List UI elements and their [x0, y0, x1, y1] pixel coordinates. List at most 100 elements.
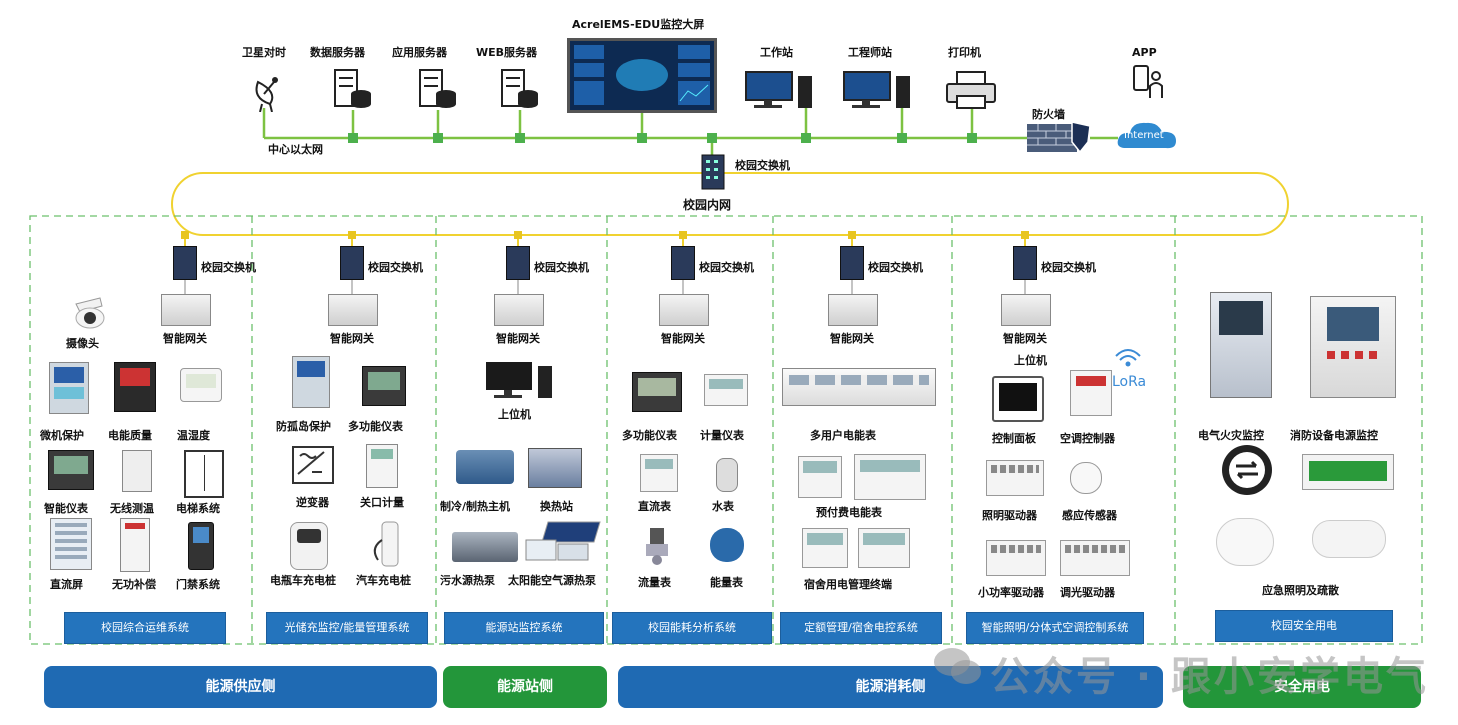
- firewall-label: 防火墙: [1032, 108, 1065, 121]
- exit-sign-icon: [1302, 454, 1394, 490]
- water-meter-device: [716, 458, 738, 492]
- item-label: 多用户电能表: [810, 429, 876, 442]
- elevator-device: [184, 450, 224, 498]
- app-label: APP: [1132, 46, 1157, 59]
- satellite-dish-icon: [255, 77, 278, 112]
- item-label: 宿舍用电管理终端: [804, 578, 892, 591]
- campus-switch-label: 校园交换机: [368, 261, 423, 274]
- camera-icon: [70, 294, 110, 330]
- solar-heat-pump-icon: [524, 520, 602, 562]
- dorm-terminal-device: [802, 528, 848, 568]
- item-label: 空调控制器: [1060, 432, 1115, 445]
- system-bar-2: 光储充监控/能量管理系统: [266, 612, 428, 644]
- item-label: 电气火灾监控: [1198, 429, 1264, 442]
- item-label: 制冷/制热主机: [440, 500, 511, 513]
- low-power-driver-device: [986, 540, 1046, 576]
- system-bar-7: 校园安全用电: [1215, 610, 1393, 642]
- prepaid-meter-device-large: [854, 454, 926, 500]
- satellite-label: 卫星对时: [242, 46, 286, 59]
- item-label: 直流屏: [50, 578, 83, 591]
- item-label: 消防设备电源监控: [1290, 429, 1378, 442]
- engineer-station-icon: [843, 71, 910, 108]
- item-label: 直流表: [638, 500, 671, 513]
- anti-islanding-device: [292, 356, 330, 408]
- heat-exchange-device: [528, 448, 582, 488]
- internet-cloud-icon: [1117, 122, 1176, 149]
- metering-meter-device: [704, 374, 748, 406]
- app-server-label: 应用服务器: [392, 46, 447, 59]
- smart-gateway-icon: [161, 294, 211, 326]
- campus-switch-icon: [340, 246, 364, 280]
- smart-gateway-icon: [1001, 294, 1051, 326]
- footer-energy-station: 能源站侧: [443, 666, 607, 708]
- item-label: 控制面板: [992, 432, 1036, 445]
- item-label: 门禁系统: [176, 578, 220, 591]
- item-label: 汽车充电桩: [356, 574, 411, 587]
- multi-function-meter-device: [632, 372, 682, 412]
- footer-energy-supply: 能源供应侧: [44, 666, 437, 708]
- emergency-light-icon: [1312, 520, 1386, 558]
- system-bar-6: 智能照明/分体式空调控制系统: [966, 612, 1144, 644]
- fire-monitor-cabinet: [1210, 292, 1272, 398]
- item-label: 关口计量: [360, 496, 404, 509]
- workstation-label: 工作站: [760, 46, 793, 59]
- core-switch-icon: [701, 154, 725, 190]
- smart-gateway-label: 智能网关: [496, 332, 540, 345]
- lora-wireless-icon: [1115, 349, 1141, 367]
- campus-switch-icon: [671, 246, 695, 280]
- dc-panel-device: [50, 518, 92, 570]
- access-control-device: [188, 522, 214, 570]
- watermark-text: 公众号 · 跟小安学电气: [990, 654, 1430, 700]
- fire-power-cabinet: [1310, 296, 1396, 398]
- footer-energy-consumption: 能源消耗侧: [618, 666, 1163, 708]
- item-label: 水表: [712, 500, 734, 513]
- campus-switch-label: 校园交换机: [1041, 261, 1096, 274]
- smart-gateway-icon: [494, 294, 544, 326]
- campus-switch-icon: [840, 246, 864, 280]
- app-phone-icon: [1133, 65, 1163, 98]
- reactive-compensation-device: [120, 518, 150, 572]
- chiller-device: [456, 450, 514, 484]
- smart-gateway-icon: [328, 294, 378, 326]
- host-computer-icon: [486, 362, 552, 398]
- item-label: 逆变器: [296, 496, 329, 509]
- evacuation-sign-icon: [1222, 445, 1272, 495]
- power-quality-device: [114, 362, 156, 412]
- energy-meter-icon: [710, 528, 744, 562]
- campus-switch-label: 校园交换机: [201, 261, 256, 274]
- item-label: 电梯系统: [176, 502, 220, 515]
- smart-gateway-label: 智能网关: [1003, 332, 1047, 345]
- monitoring-screen: [567, 38, 717, 113]
- item-label: 多功能仪表: [348, 420, 403, 433]
- car-charger-icon: [368, 520, 412, 568]
- data-server-icon: [334, 69, 371, 108]
- item-label: 多功能仪表: [622, 429, 677, 442]
- item-label: 温湿度: [177, 429, 210, 442]
- campus-switch-label: 校园交换机: [534, 261, 589, 274]
- camera-label: 摄像头: [66, 337, 99, 350]
- dimming-driver-device: [1060, 540, 1130, 576]
- item-label: 流量表: [638, 576, 671, 589]
- item-label: 无线测温: [110, 502, 154, 515]
- smart-meter-device: [48, 450, 94, 490]
- inverter-icon: [292, 446, 334, 484]
- item-label: 污水源热泵: [440, 574, 495, 587]
- system-bar-4: 校园能耗分析系统: [612, 612, 772, 644]
- multi-function-meter-device: [362, 366, 406, 406]
- smart-gateway-label: 智能网关: [163, 332, 207, 345]
- motion-sensor-device: [1070, 462, 1102, 494]
- dc-meter-device: [640, 454, 678, 492]
- smart-gateway-label: 智能网关: [330, 332, 374, 345]
- item-label: 防孤岛保护: [276, 420, 331, 433]
- emergency-downlight-icon: [1216, 518, 1274, 566]
- campus-switch-icon: [173, 246, 197, 280]
- dashboard-graphic: [574, 45, 710, 105]
- item-label: 计量仪表: [700, 429, 744, 442]
- item-label: 电能质量: [108, 429, 152, 442]
- web-server-label: WEB服务器: [476, 46, 538, 59]
- item-label: 无功补偿: [112, 578, 156, 591]
- microcomputer-protection-device: [49, 362, 89, 414]
- ethernet-label: 中心以太网: [268, 143, 323, 156]
- multi-user-meter-device: [782, 368, 936, 406]
